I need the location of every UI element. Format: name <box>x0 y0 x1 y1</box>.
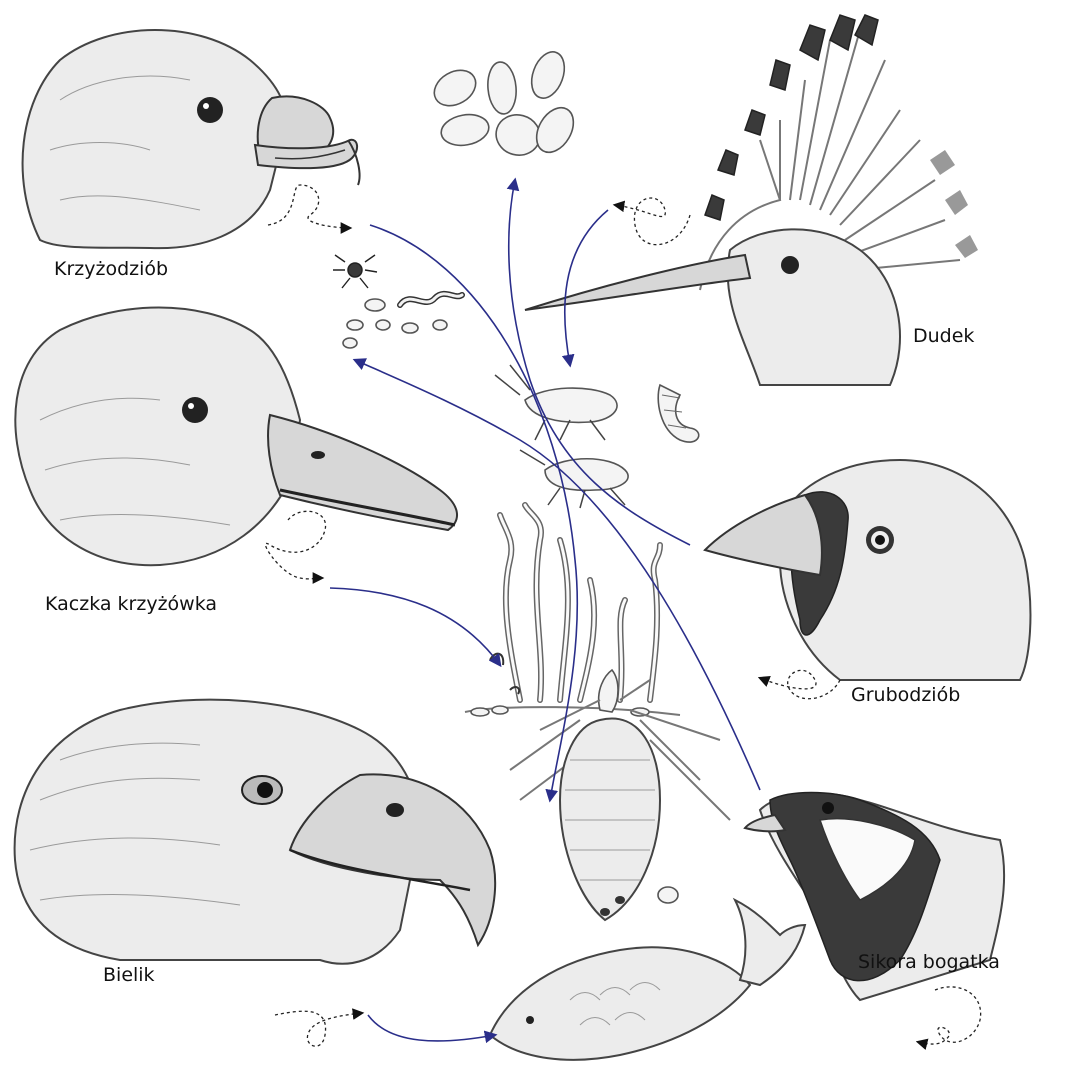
mallard-dotted-arrow <box>265 511 325 579</box>
pine-cone-icon <box>510 680 730 920</box>
seeds-icon <box>428 47 581 160</box>
grasshoppers-icon <box>495 365 699 508</box>
fish-icon <box>490 900 805 1060</box>
crossbill-dotted-arrow <box>268 185 350 228</box>
insects-icon <box>333 255 462 348</box>
label-dudek: Dudek <box>913 325 974 347</box>
hoopoe-head <box>525 15 978 385</box>
mallard-to-plants-arrow <box>330 588 500 665</box>
label-sikora-bogatka: Sikora bogatka <box>858 951 1000 973</box>
hawfinch-dotted-arrow <box>760 670 840 698</box>
label-bielik: Bielik <box>103 964 155 986</box>
crossbill-head <box>23 30 360 248</box>
eagle-to-fish-arrow <box>368 1015 495 1041</box>
mallard-head <box>15 308 457 566</box>
hawfinch-head <box>705 460 1030 680</box>
label-grubodziob: Grubodziób <box>851 684 960 706</box>
great-tit-to-insects-arrow <box>355 360 760 790</box>
great-tit-dotted-arrow <box>918 987 981 1044</box>
eagle-dotted-arrow <box>275 1011 362 1046</box>
hoopoe-dotted-arrow <box>615 198 690 245</box>
label-krzyzodziob: Krzyżodziób <box>54 258 168 280</box>
eagle-head <box>15 700 496 964</box>
label-kaczka-krzyzowka: Kaczka krzyżówka <box>45 593 217 615</box>
